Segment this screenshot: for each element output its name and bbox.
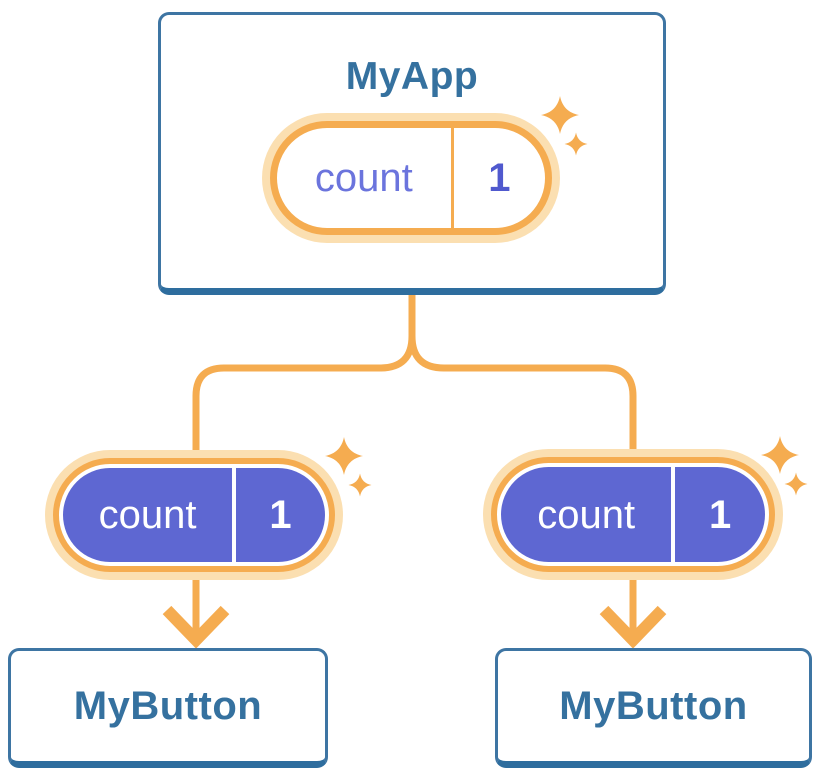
arrow-down-icon	[599, 605, 667, 649]
sparkles-icon	[541, 96, 588, 156]
mybutton-card-right: MyButton	[495, 648, 812, 768]
connector-right-branch	[408, 294, 637, 634]
pill-divider	[450, 128, 454, 228]
mybutton-card-left: MyButton	[8, 648, 328, 768]
state-pill-value: 1	[269, 493, 292, 537]
sparkles-icon	[325, 437, 372, 497]
state-pill-value: 1	[709, 492, 732, 537]
state-pill-right-child: count 1	[483, 449, 783, 580]
state-pill-myapp: count 1	[262, 113, 560, 243]
state-pill-label: count	[98, 493, 197, 537]
arrow-down-icon	[162, 605, 230, 649]
mybutton-title: MyButton	[73, 683, 263, 728]
myapp-title: MyApp	[345, 55, 479, 98]
pill-divider	[671, 467, 676, 562]
state-pill-label: count	[314, 156, 413, 200]
state-pill-value: 1	[488, 156, 511, 200]
pill-divider	[232, 468, 237, 562]
state-pill-label: count	[537, 492, 636, 537]
state-pill-left-child: count 1	[45, 450, 343, 580]
sparkles-icon	[761, 436, 808, 496]
mybutton-title: MyButton	[559, 683, 748, 728]
